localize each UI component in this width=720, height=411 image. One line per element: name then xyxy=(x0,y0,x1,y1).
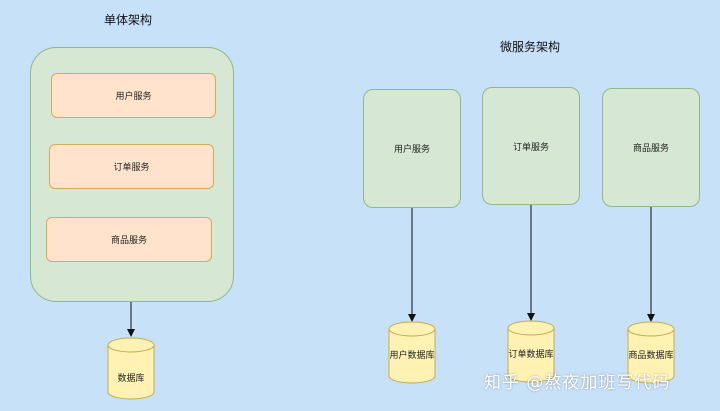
watermark: 知乎 @熬夜加班写代码 xyxy=(484,373,671,393)
user-database-label: 用户数据库 xyxy=(389,351,435,361)
monolith-database-label: 数据库 xyxy=(117,374,145,384)
monolith-product-service: 商品服务 xyxy=(46,217,212,262)
monolith-order-service: 订单服务 xyxy=(49,144,214,189)
order-database-label: 订单数据库 xyxy=(508,350,554,360)
microservices-title: 微服务架构 xyxy=(500,40,561,54)
monolith-user-service: 用户服务 xyxy=(51,73,216,118)
monolith-title: 单体架构 xyxy=(104,13,153,27)
ms-product-service: 商品服务 xyxy=(602,88,700,207)
user-database-cylinder xyxy=(388,321,436,384)
product-database-cylinder xyxy=(627,321,675,384)
product-database-label: 商品数据库 xyxy=(628,351,674,361)
monolith-database-cylinder xyxy=(107,337,155,400)
order-database-cylinder xyxy=(507,320,555,383)
ms-order-service: 订单服务 xyxy=(482,87,580,205)
ms-user-service: 用户服务 xyxy=(363,89,461,208)
